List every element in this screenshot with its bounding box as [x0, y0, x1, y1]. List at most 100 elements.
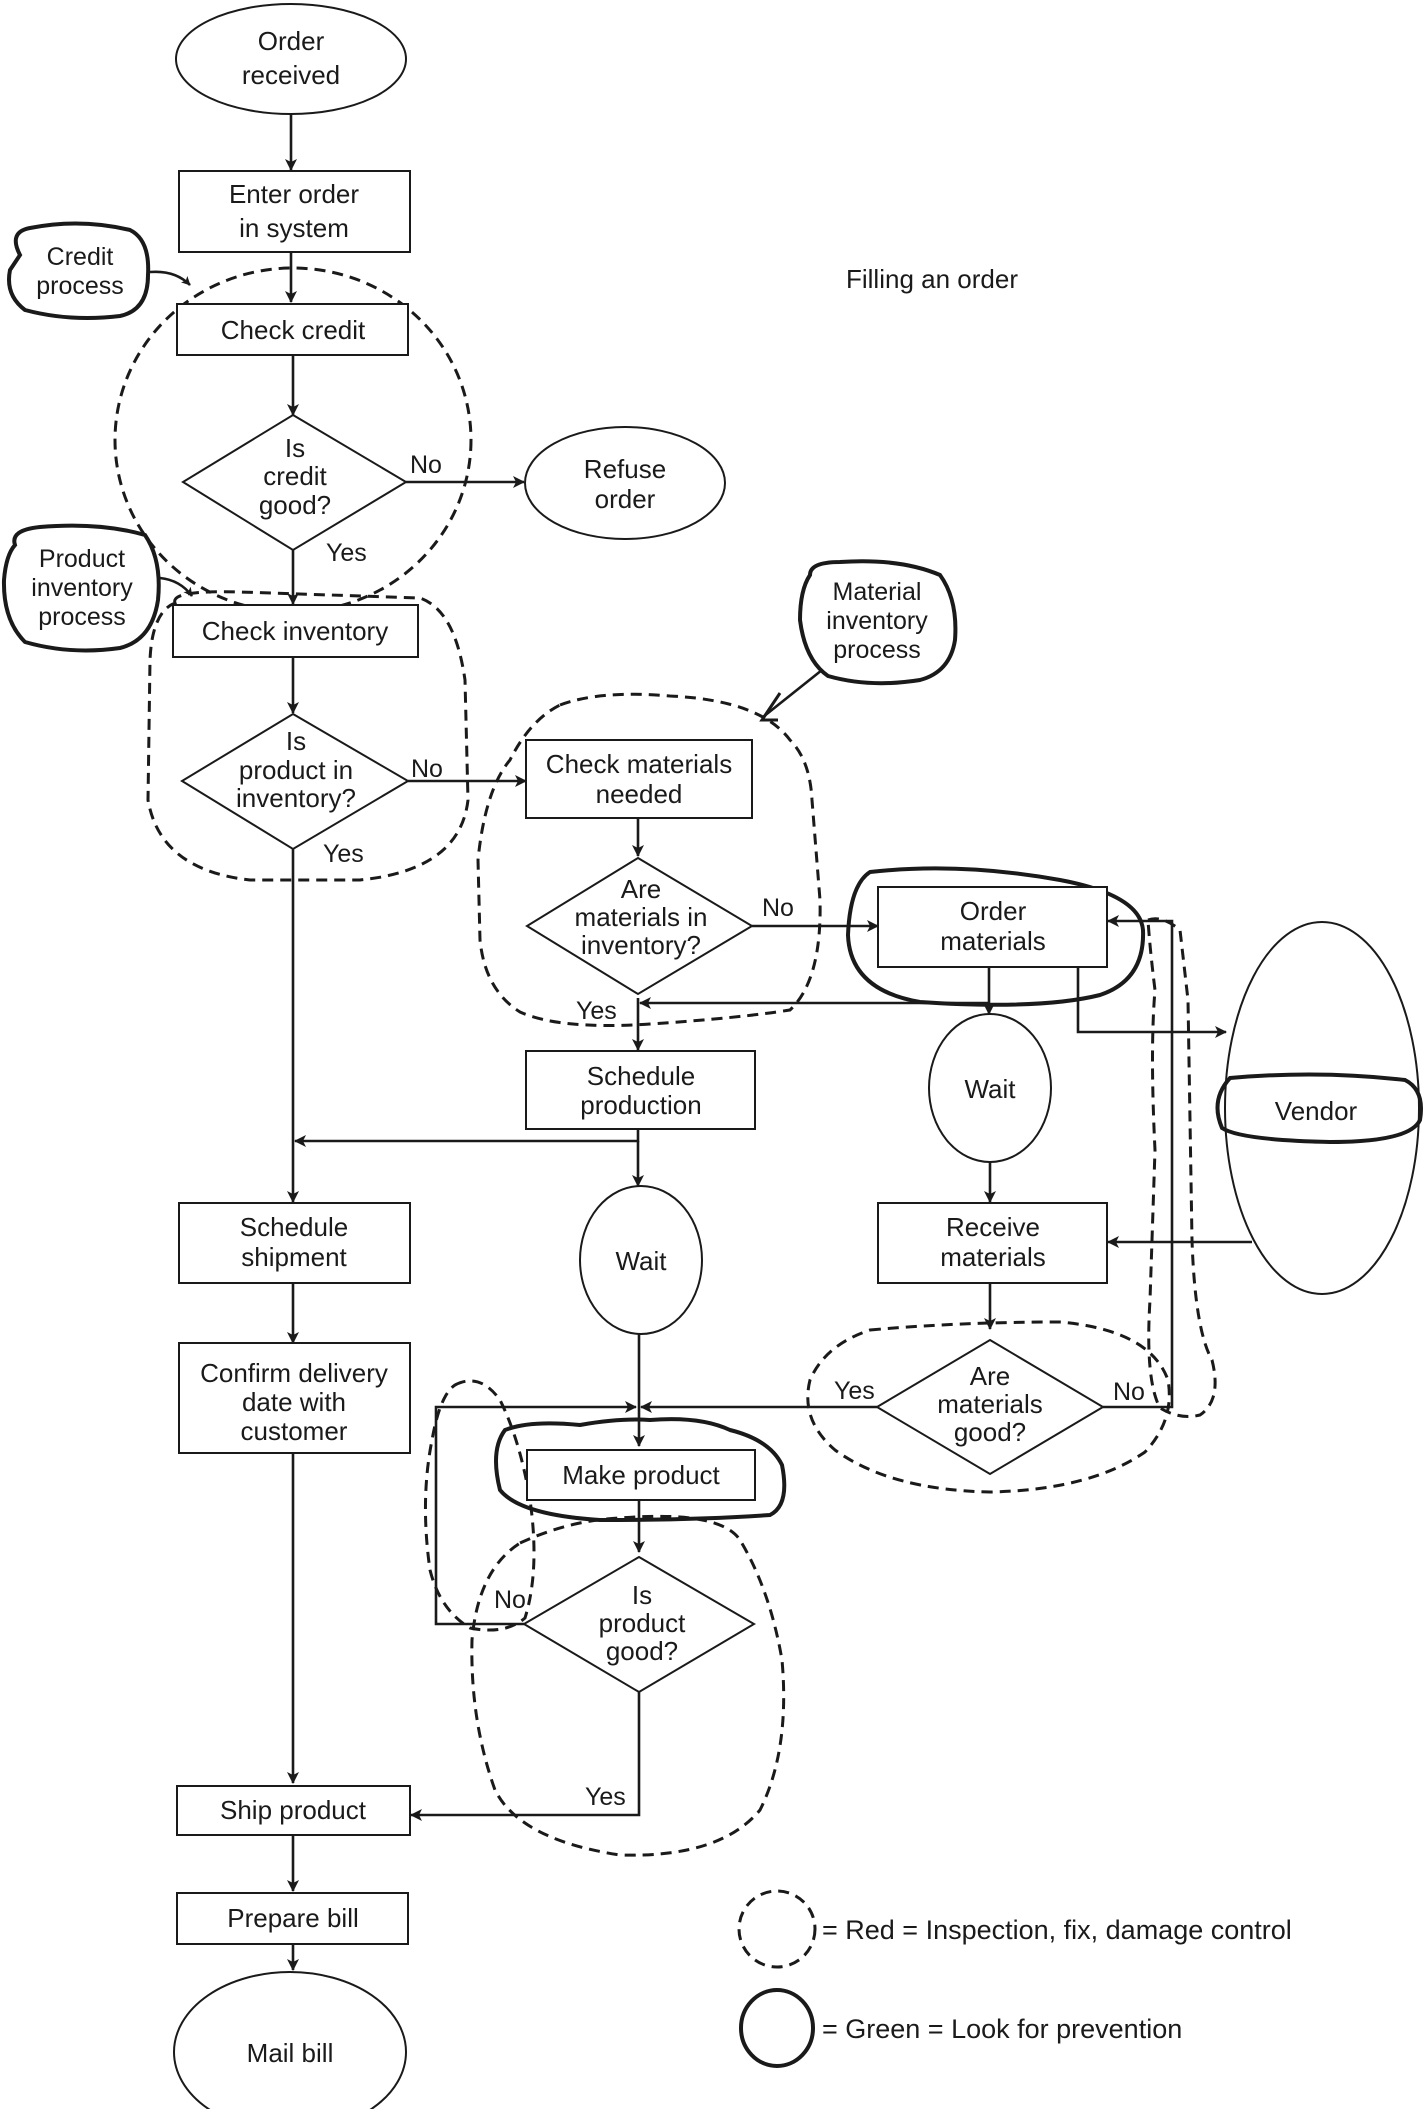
node-label: Confirm delivery [200, 1358, 388, 1388]
node-label: Are [621, 874, 661, 904]
node-label: Is [285, 433, 305, 463]
edge-label-product-good-no: No [494, 1586, 526, 1614]
node-product-good: Is product good? [522, 1555, 756, 1694]
node-label: Make product [562, 1460, 720, 1490]
green-zones [494, 866, 1423, 1523]
node-label: Receive [946, 1212, 1040, 1242]
node-label: Order [960, 896, 1027, 926]
node-label: inventory? [581, 930, 701, 960]
node-label: inventory? [236, 783, 356, 813]
node-schedule-production: Schedule production [525, 1050, 756, 1130]
node-label: Wait [615, 1246, 667, 1276]
node-refuse-order: Refuse order [524, 426, 726, 540]
callout-label: Credit [47, 243, 114, 271]
diagram-title: Filling an order [846, 264, 1018, 294]
node-wait-materials: Wait [928, 1013, 1052, 1163]
node-label: good? [954, 1417, 1026, 1447]
edge-label-product-good-yes: Yes [585, 1783, 626, 1811]
node-confirm-delivery: Confirm delivery date with customer [178, 1342, 411, 1454]
edge-order-materials-to-vendor [1076, 967, 1227, 1038]
edge-label-credit-no: No [410, 451, 442, 479]
node-label: materials [940, 1242, 1045, 1272]
node-label: credit [263, 461, 327, 491]
node-label: received [242, 60, 340, 90]
callout-credit-process: Credit process [7, 221, 191, 320]
node-vendor: Vendor [1224, 921, 1420, 1295]
edge-label-product-inv-yes: Yes [323, 840, 364, 868]
node-schedule-shipment: Schedule shipment [178, 1202, 411, 1284]
node-mail-bill: Mail bill [173, 1971, 407, 2109]
node-wait-production: Wait [579, 1185, 703, 1335]
node-receive-materials: Receive materials [877, 1202, 1108, 1284]
callout-material-inventory-process: Material inventory process [759, 559, 958, 722]
node-label: Vendor [1275, 1096, 1358, 1126]
node-check-inventory: Check inventory [172, 604, 419, 658]
edge-label-materials-good-yes: Yes [834, 1377, 875, 1405]
node-label: date with [242, 1387, 346, 1417]
legend-red-swatch [737, 1889, 817, 1969]
red-zone-product-inventory [146, 590, 470, 882]
node-materials-in-inventory: Are materials in inventory? [525, 856, 754, 996]
node-label: order [595, 484, 656, 514]
node-label: Schedule [240, 1212, 348, 1242]
edge-label-product-inv-no: No [411, 755, 443, 783]
callout-label: inventory [31, 574, 133, 602]
legend-red-label: = Red = Inspection, fix, damage control [822, 1915, 1292, 1945]
node-label: Refuse [584, 454, 666, 484]
edge-label-materials-inv-yes: Yes [576, 997, 617, 1025]
legend: = Red = Inspection, fix, damage control … [737, 1889, 1292, 2068]
node-label: shipment [241, 1242, 347, 1272]
node-prepare-bill: Prepare bill [176, 1892, 409, 1945]
node-label: Ship product [220, 1795, 367, 1825]
edge-label-materials-inv-no: No [762, 894, 794, 922]
node-label: customer [241, 1416, 348, 1446]
node-enter-order: Enter order in system [178, 170, 411, 253]
node-label: Check inventory [202, 616, 388, 646]
node-label: needed [596, 779, 683, 809]
node-label: Is [286, 726, 306, 756]
node-label: Is [632, 1580, 652, 1610]
edge-label-materials-good-no: No [1113, 1378, 1145, 1406]
node-label: Are [970, 1361, 1010, 1391]
node-label: Enter order [229, 179, 359, 209]
red-zone-material-inventory [476, 692, 822, 1027]
node-label: Order [258, 26, 325, 56]
node-product-in-inventory: Is product in inventory? [180, 712, 410, 851]
node-label: good? [606, 1636, 678, 1666]
edge-materials-bad-to-order [1103, 915, 1174, 1409]
node-make-product: Make product [526, 1449, 756, 1501]
node-label: good? [259, 490, 331, 520]
node-label: product in [239, 755, 353, 785]
node-label: materials [937, 1389, 1042, 1419]
callout-label: process [833, 636, 921, 664]
edge-labels: No Yes No Yes No Yes Yes No No Yes [323, 451, 1145, 1811]
node-ship-product: Ship product [176, 1785, 411, 1836]
red-zone-materials-good [806, 1320, 1171, 1494]
red-zone-rework-loop [1146, 917, 1217, 1418]
node-order-received: Order received [175, 3, 407, 115]
legend-green-swatch [739, 1988, 815, 2068]
node-label: in system [239, 213, 349, 243]
green-zone-order-materials [845, 866, 1146, 1007]
callout-label: inventory [826, 607, 928, 635]
callout-label: process [38, 603, 126, 631]
legend-green-label: = Green = Look for prevention [822, 2014, 1182, 2044]
edge-order-materials-back-to-yes [639, 967, 991, 1009]
callout-product-inventory-process: Product inventory process [1, 523, 194, 653]
callout-label: process [36, 272, 124, 300]
green-zone-vendor [1215, 1072, 1423, 1145]
node-order-materials: Order materials [877, 886, 1108, 968]
node-label: Wait [964, 1074, 1016, 1104]
node-label: Check credit [221, 315, 366, 345]
red-zone-product-rework [423, 1379, 536, 1632]
edge-product-bad-to-make [434, 1401, 637, 1626]
node-label: materials [940, 926, 1045, 956]
node-label: product [599, 1608, 686, 1638]
node-label: production [580, 1090, 701, 1120]
green-zone-make-product [494, 1417, 787, 1523]
edge-product-good-to-ship [410, 1692, 641, 1821]
node-materials-good: Are materials good? [875, 1338, 1105, 1476]
edge-label-credit-yes: Yes [326, 539, 367, 567]
node-credit-good: Is credit good? [181, 413, 408, 552]
